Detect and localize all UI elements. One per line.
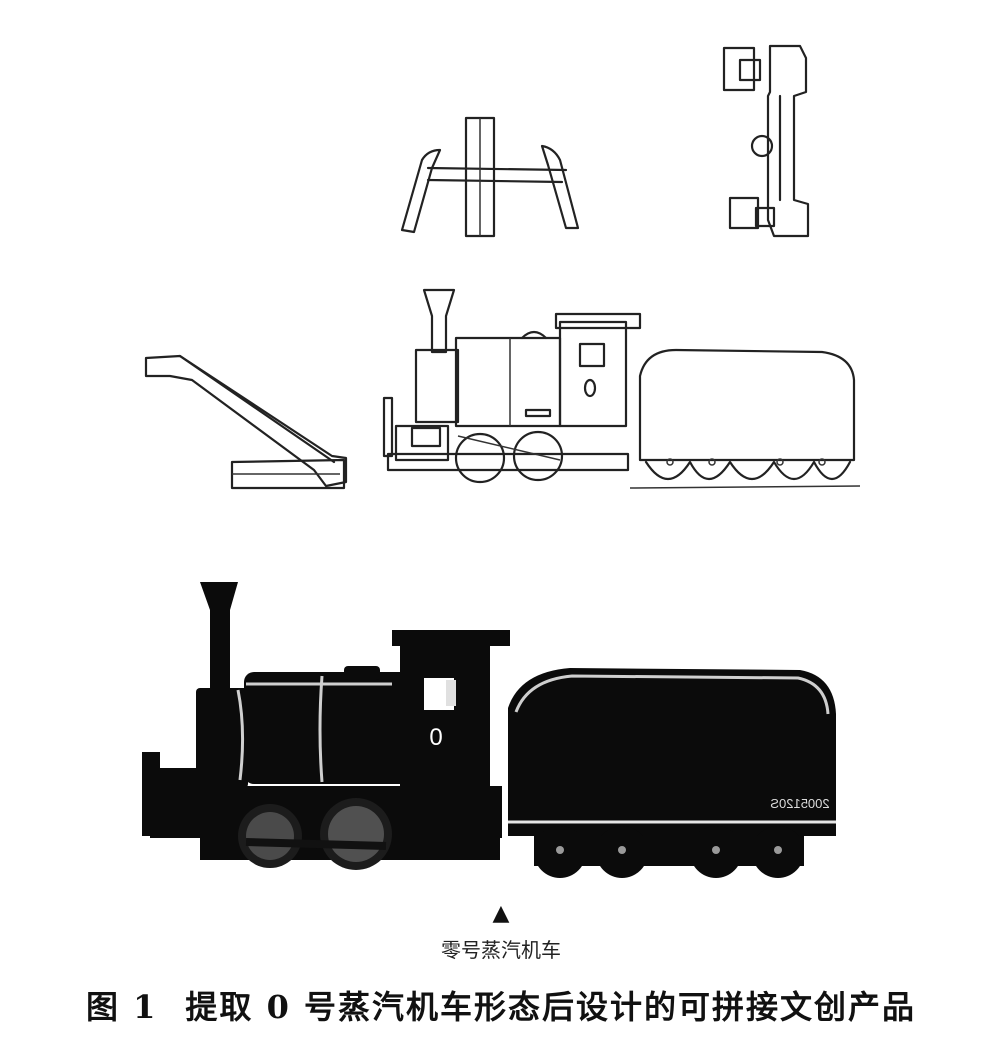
product-label: 零号蒸汽机车 bbox=[441, 938, 561, 962]
cab-number-mark: 0 bbox=[429, 724, 442, 751]
figure-caption-text: 提取 0 号蒸汽机车形态后设计的可拼接文创产品 bbox=[185, 988, 916, 1026]
figure-number: 图 1 bbox=[86, 988, 158, 1026]
sketch-bracket-part bbox=[400, 116, 580, 238]
product-locomotive-render bbox=[142, 582, 836, 878]
sketch-locomotive bbox=[382, 288, 861, 489]
sketch-ramp-part bbox=[144, 354, 348, 490]
tender-serial-mark: 2005120S bbox=[770, 796, 830, 811]
pointer-arrow-icon: ▲ bbox=[492, 901, 510, 926]
figure-caption: 图 1 提取 0 号蒸汽机车形态后设计的可拼接文创产品 bbox=[0, 982, 1002, 1028]
sketch-frame-part bbox=[722, 44, 810, 238]
